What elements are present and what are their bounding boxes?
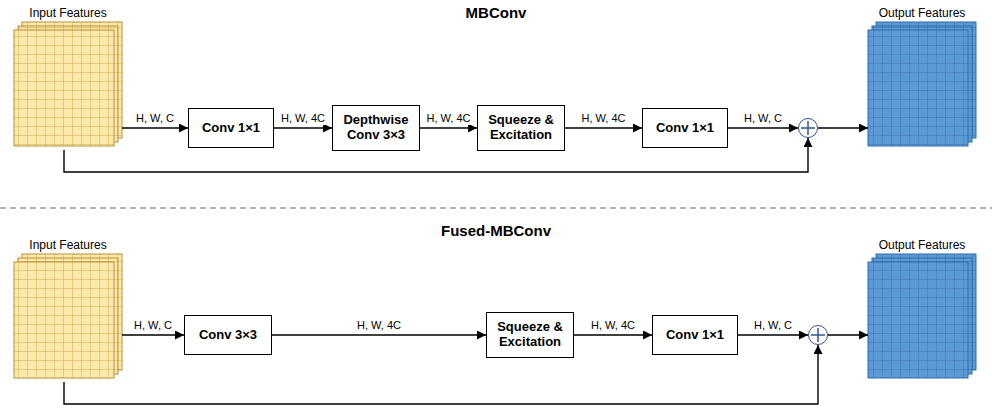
tensor-shape-label: H, W, C bbox=[135, 112, 175, 125]
section-title: Fused-MBConv bbox=[441, 222, 551, 240]
tensor-shape-label: H, W, C bbox=[133, 319, 173, 332]
feature-label: Input Features bbox=[14, 238, 122, 252]
feature-map: Output Features bbox=[868, 238, 976, 382]
process-box: Squeeze & Excitation bbox=[477, 105, 565, 151]
box-label: Conv 3×3 bbox=[199, 328, 257, 343]
feature-map: Input Features bbox=[14, 6, 122, 150]
feature-label: Output Features bbox=[868, 6, 976, 20]
box-label: Conv 1×1 bbox=[666, 328, 724, 343]
process-box: Depthwise Conv 3×3 bbox=[332, 105, 420, 151]
tensor-shape-label: H, W, C bbox=[753, 319, 793, 332]
process-box: Squeeze & Excitation bbox=[486, 312, 574, 358]
plus-symbol bbox=[801, 121, 815, 135]
box-label: Squeeze & Excitation bbox=[494, 320, 566, 350]
output-feature-map bbox=[868, 254, 976, 378]
feature-map: Output Features bbox=[868, 6, 976, 150]
input-feature-map bbox=[14, 254, 122, 378]
connector-arrow bbox=[738, 334, 808, 335]
tensor-shape-label: H, W, 4C bbox=[356, 319, 402, 332]
feature-label: Input Features bbox=[14, 6, 122, 20]
feature-label: Output Features bbox=[868, 238, 976, 252]
connector-arrow bbox=[272, 334, 486, 335]
box-label: Depthwise Conv 3×3 bbox=[340, 113, 412, 143]
tensor-shape-label: H, W, 4C bbox=[580, 112, 626, 125]
connector-arrow bbox=[274, 127, 332, 128]
process-box: Conv 1×1 bbox=[188, 108, 274, 148]
sum-circle bbox=[798, 118, 818, 138]
connector-arrow bbox=[818, 127, 868, 128]
sum-circle bbox=[808, 325, 828, 345]
connector-arrow bbox=[565, 127, 642, 128]
tensor-shape-label: H, W, 4C bbox=[590, 319, 636, 332]
tensor-shape-label: H, W, 4C bbox=[280, 112, 326, 125]
feature-map: Input Features bbox=[14, 238, 122, 382]
process-box: Conv 3×3 bbox=[184, 315, 272, 355]
connector-arrow bbox=[420, 127, 477, 128]
input-feature-map bbox=[14, 22, 122, 146]
connector-arrow bbox=[122, 334, 184, 335]
box-label: Squeeze & Excitation bbox=[485, 113, 557, 143]
box-label: Conv 1×1 bbox=[656, 121, 714, 136]
tensor-shape-label: H, W, C bbox=[743, 112, 783, 125]
connector-arrow bbox=[122, 127, 188, 128]
process-box: Conv 1×1 bbox=[652, 315, 738, 355]
output-feature-map bbox=[868, 22, 976, 146]
box-label: Conv 1×1 bbox=[202, 121, 260, 136]
plus-symbol bbox=[811, 328, 825, 342]
connector-arrow bbox=[828, 334, 868, 335]
connector-arrow bbox=[574, 334, 652, 335]
tensor-shape-label: H, W, 4C bbox=[425, 112, 471, 125]
process-box: Conv 1×1 bbox=[642, 108, 728, 148]
separator-line bbox=[0, 207, 992, 208]
section-title: MBConv bbox=[466, 4, 527, 22]
connector-arrow bbox=[728, 127, 798, 128]
